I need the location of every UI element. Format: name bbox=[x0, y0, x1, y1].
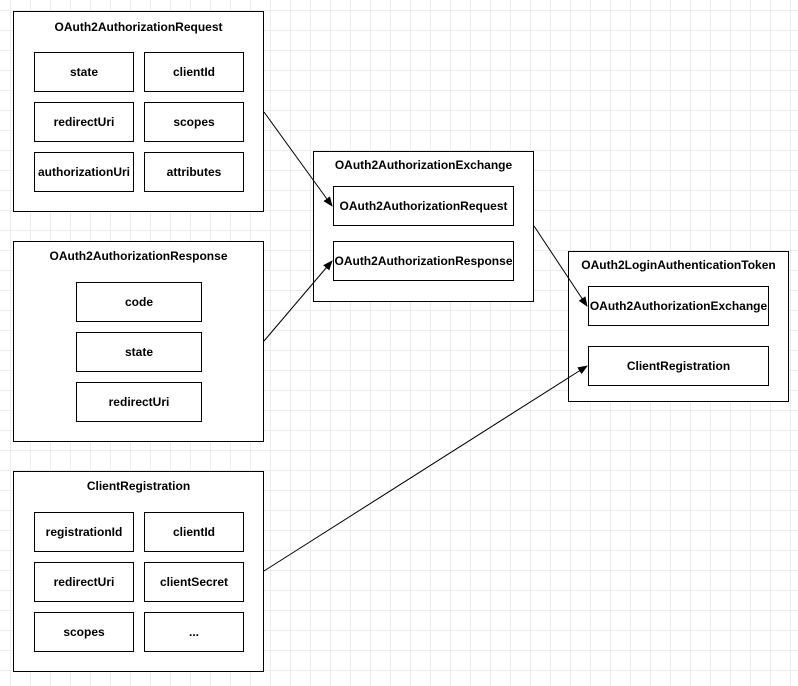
field-attributes: attributes bbox=[144, 152, 244, 192]
client-registration-class: ClientRegistration registrationId client… bbox=[13, 471, 264, 672]
field-client-registration: ClientRegistration bbox=[588, 346, 769, 386]
field-redirect-uri: redirectUri bbox=[76, 382, 202, 422]
field-authorization-exchange: OAuth2AuthorizationExchange bbox=[588, 286, 769, 326]
oauth2-authorization-exchange-class: OAuth2AuthorizationExchange OAuth2Author… bbox=[313, 151, 534, 302]
field-ellipsis: ... bbox=[144, 612, 244, 652]
class-title: OAuth2AuthorizationRequest bbox=[54, 20, 223, 34]
field-code: code bbox=[76, 282, 202, 322]
field-registration-id: registrationId bbox=[34, 512, 134, 552]
field-state: state bbox=[34, 52, 134, 92]
field-authorization-response: OAuth2AuthorizationResponse bbox=[333, 241, 514, 281]
oauth2-authorization-request-class: OAuth2AuthorizationRequest state clientI… bbox=[13, 11, 264, 212]
field-client-id: clientId bbox=[144, 52, 244, 92]
class-title: OAuth2AuthorizationExchange bbox=[334, 158, 513, 172]
field-scopes: scopes bbox=[144, 102, 244, 142]
oauth2-authorization-response-class: OAuth2AuthorizationResponse code state r… bbox=[13, 241, 264, 442]
class-title: ClientRegistration bbox=[86, 479, 191, 493]
field-client-id: clientId bbox=[144, 512, 244, 552]
field-client-secret: clientSecret bbox=[144, 562, 244, 602]
field-redirect-uri: redirectUri bbox=[34, 562, 134, 602]
field-scopes: scopes bbox=[34, 612, 134, 652]
class-title: OAuth2LoginAuthenticationToken bbox=[581, 258, 776, 272]
class-title: OAuth2AuthorizationResponse bbox=[49, 249, 228, 263]
arrow-registration-to-token bbox=[263, 365, 588, 572]
field-authorization-request: OAuth2AuthorizationRequest bbox=[333, 186, 514, 226]
field-state: state bbox=[76, 332, 202, 372]
oauth2-login-authentication-token-class: OAuth2LoginAuthenticationToken OAuth2Aut… bbox=[568, 251, 789, 402]
field-redirect-uri: redirectUri bbox=[34, 102, 134, 142]
field-authorization-uri: authorizationUri bbox=[34, 152, 134, 192]
